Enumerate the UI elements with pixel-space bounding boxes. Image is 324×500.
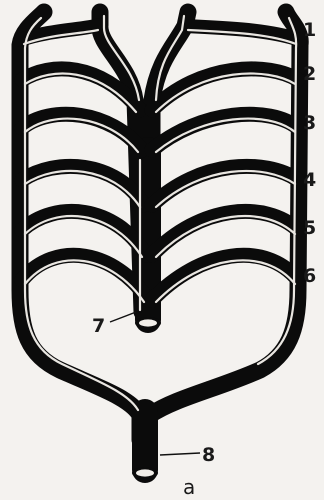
leader-8 (160, 453, 200, 455)
label-a: a (183, 475, 195, 499)
label-6: 6 (303, 265, 316, 287)
label-2: 2 (303, 63, 316, 85)
label-1: 1 (303, 19, 316, 41)
label-4: 4 (303, 169, 316, 191)
label-8: 8 (202, 444, 215, 466)
label-7: 7 (92, 315, 105, 337)
label-3: 3 (303, 112, 316, 134)
leader-7 (110, 312, 136, 322)
vessel-network (20, 12, 300, 470)
label-5: 5 (303, 217, 316, 239)
